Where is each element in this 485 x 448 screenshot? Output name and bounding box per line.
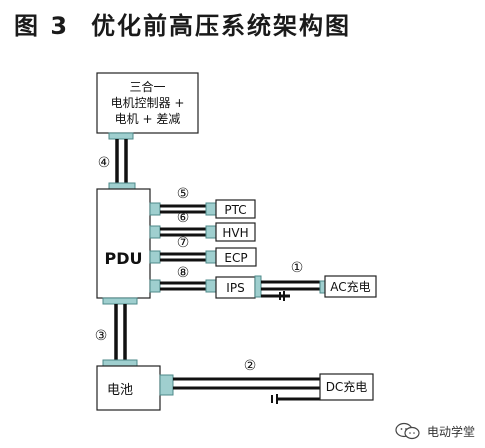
cable-1 [261,280,320,298]
ptc-node: PTC [215,199,256,219]
cable-4-label: ④ [98,155,111,171]
ptc-port [205,202,217,216]
battery-top-connector [102,359,138,367]
cable-6 [160,227,206,237]
pdu-node: PDU [96,188,151,299]
motor-label-line-1: 三合一 [129,79,165,94]
ips-right-port [254,275,262,298]
pdu-label: PDU [105,249,143,268]
cable-8-label: ⑧ [177,265,190,281]
dc-charge-node: DC充电 [319,373,374,401]
motor-bottom-connector [108,132,134,140]
pdu-top-connector [108,182,136,190]
motor-controller-node: 三合一 电机控制器 + 电机 + 差减 [96,72,199,134]
figure-title-text: 优化前高压系统架构图 [91,12,352,40]
ac-label: AC充电 [330,279,370,294]
ecp-port [205,250,217,264]
figure-title: 图 3 优化前高压系统架构图 [14,6,351,41]
ips-node: IPS [215,276,256,299]
ac-charge-node: AC充电 [324,275,377,298]
figure-number: 图 3 [14,12,70,40]
cable-6-label: ⑥ [177,210,190,226]
hvh-node: HVH [215,222,256,242]
cable-1-label: ① [291,260,304,276]
ground-symbol-ac [279,291,285,301]
cable-3-label: ③ [95,328,108,344]
cable-7-label: ⑦ [177,235,190,251]
battery-label: 电池 [107,383,133,398]
pdu-bottom-connector [102,297,138,305]
cable-5 [160,204,206,214]
pdu-port-hvh [149,225,161,239]
cable-7 [160,252,206,262]
ac-port [319,280,326,294]
battery-right-connector [159,374,174,396]
pdu-port-ips [149,279,161,293]
motor-label-line-3: 电机 + 差减 [115,112,181,126]
dc-label: DC充电 [326,379,368,394]
cable-3 [114,304,127,360]
pdu-port-ecp [149,250,161,264]
cable-4 [115,139,128,183]
ips-label: IPS [226,281,244,295]
ips-port [205,279,217,293]
wechat-icon [395,422,420,440]
motor-label-line-2: 电机控制器 + [111,96,185,110]
hvh-port [205,225,217,239]
cable-5-label: ⑤ [177,186,190,202]
battery-node: 电池 [96,365,161,411]
ecp-label: ECP [224,251,247,265]
pdu-port-ptc [149,202,161,216]
ecp-node: ECP [215,247,257,267]
ptc-label: PTC [224,203,246,217]
watermark-text: 电动学堂 [426,424,475,439]
ground-symbol-dc [271,394,291,404]
watermark: 电动学堂 [395,422,475,440]
cable-2 [173,377,320,401]
cable-2-label: ② [244,358,257,374]
hvh-label: HVH [222,226,248,240]
cable-8 [160,281,206,291]
